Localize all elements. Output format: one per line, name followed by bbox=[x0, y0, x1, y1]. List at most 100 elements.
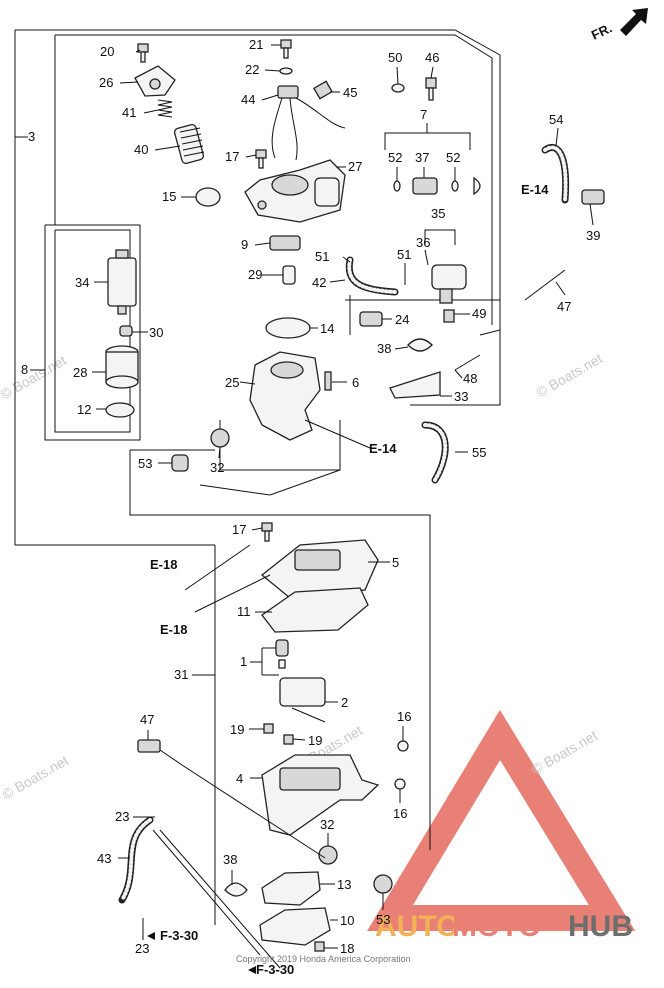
callout-label: 6 bbox=[352, 375, 359, 390]
screw-icon bbox=[314, 941, 325, 952]
callout-label: 21 bbox=[249, 37, 263, 52]
gasket-icon bbox=[261, 871, 321, 906]
reference-label[interactable]: F-3-30 bbox=[256, 962, 294, 977]
wire-harness-icon bbox=[271, 85, 346, 161]
callout-label: 3 bbox=[28, 129, 35, 144]
gear-grommet-icon bbox=[318, 845, 338, 865]
callout-label: 38 bbox=[223, 852, 237, 867]
callout-label: 53 bbox=[138, 456, 152, 471]
callout-label: 19 bbox=[308, 733, 322, 748]
bolt-icon bbox=[261, 522, 273, 542]
callout-label: 16 bbox=[393, 806, 407, 821]
logo-text-hub: HUB bbox=[568, 910, 633, 943]
fuel-pump-motor-icon bbox=[107, 249, 137, 315]
pressure-regulator-icon bbox=[431, 264, 467, 304]
callout-label: 47 bbox=[140, 712, 154, 727]
float-valve-icon bbox=[275, 639, 289, 669]
callout-label: 20 bbox=[100, 44, 114, 59]
callout-label: 52 bbox=[446, 150, 460, 165]
screw-icon bbox=[280, 39, 292, 59]
callout-label: 55 bbox=[472, 445, 486, 460]
part-shapes bbox=[105, 39, 605, 952]
callout-label: 24 bbox=[395, 312, 409, 327]
callout-label: 45 bbox=[343, 85, 357, 100]
spring-icon bbox=[157, 99, 173, 118]
callout-label: 40 bbox=[134, 142, 148, 157]
callout-label: 17 bbox=[232, 522, 246, 537]
gear-grommet-icon bbox=[210, 428, 230, 448]
sensor-icon bbox=[324, 371, 332, 391]
callout-label: 16 bbox=[397, 709, 411, 724]
callout-label: 17 bbox=[225, 149, 239, 164]
screw-icon bbox=[283, 734, 294, 745]
pump-holder-icon bbox=[105, 345, 139, 389]
front-direction-arrow: FR. bbox=[589, 8, 648, 43]
callout-label: 14 bbox=[320, 321, 334, 336]
callout-label: 23 bbox=[135, 941, 149, 956]
assembly-frames bbox=[14, 29, 501, 925]
grommet-icon bbox=[171, 454, 189, 472]
callout-label: 46 bbox=[425, 50, 439, 65]
callout-label: 44 bbox=[241, 92, 255, 107]
fr-label: FR. bbox=[589, 20, 614, 42]
callout-label: 4 bbox=[236, 771, 243, 786]
fuel-filter-icon bbox=[173, 124, 205, 164]
washer-icon bbox=[391, 83, 405, 93]
callout-label: 36 bbox=[416, 235, 430, 250]
callout-label: 30 bbox=[149, 325, 163, 340]
reference-label[interactable]: F-3-30 bbox=[160, 928, 198, 943]
callout-label: 13 bbox=[337, 877, 351, 892]
callout-label: 41 bbox=[122, 105, 136, 120]
washer-icon bbox=[394, 778, 406, 790]
logo-text-auto: AUTO bbox=[375, 910, 459, 943]
bolt-icon bbox=[454, 354, 481, 371]
callout-label: 26 bbox=[99, 75, 113, 90]
callout-label: 11 bbox=[237, 604, 251, 619]
callout-label: 39 bbox=[586, 228, 600, 243]
callout-label: 35 bbox=[431, 206, 445, 221]
callout-label: 18 bbox=[340, 941, 354, 956]
callout-labels: 20 26 41 40 15 21 22 44 45 17 27 50 46 7… bbox=[21, 37, 600, 956]
callout-label: 7 bbox=[420, 107, 427, 122]
clip-icon bbox=[581, 189, 605, 205]
logo-text-moto: MOTO bbox=[452, 910, 541, 943]
connector-icon bbox=[313, 80, 333, 100]
reference-label[interactable]: E-18 bbox=[150, 557, 177, 572]
reference-label[interactable]: E-14 bbox=[369, 441, 397, 456]
callout-label: 29 bbox=[248, 267, 262, 282]
o-ring-icon bbox=[393, 180, 401, 192]
long-bolt-icon bbox=[137, 739, 183, 766]
filter-cap-icon bbox=[134, 65, 176, 97]
grommet-icon bbox=[373, 874, 393, 894]
reference-label[interactable]: E-18 bbox=[160, 622, 187, 637]
float-icon bbox=[279, 677, 326, 723]
callout-label: 27 bbox=[348, 159, 362, 174]
callout-label: 51 bbox=[397, 247, 411, 262]
callout-label: 51 bbox=[315, 249, 329, 264]
leader-lines bbox=[15, 44, 594, 969]
callout-label: 5 bbox=[392, 555, 399, 570]
o-ring-icon bbox=[195, 187, 221, 207]
callout-label: 49 bbox=[472, 306, 486, 321]
fuel-pump-housing-icon bbox=[244, 159, 346, 223]
callout-label: 1 bbox=[240, 654, 247, 669]
callout-label: 15 bbox=[162, 189, 176, 204]
o-ring-icon bbox=[265, 317, 311, 339]
callout-label: 53 bbox=[376, 912, 390, 927]
separator-cover-icon bbox=[260, 539, 379, 599]
copyright-text: Copyright 2019 Honda America Corporation bbox=[236, 954, 411, 964]
cap-icon bbox=[473, 176, 481, 196]
watermark: © Boats.net bbox=[529, 727, 601, 778]
reference-label[interactable]: E-14 bbox=[521, 182, 549, 197]
callout-label: 19 bbox=[230, 722, 244, 737]
screw-icon bbox=[263, 723, 274, 734]
callout-label: 9 bbox=[241, 237, 248, 252]
callout-label: 2 bbox=[341, 695, 348, 710]
callout-label: 31 bbox=[174, 667, 188, 682]
callout-label: 32 bbox=[320, 817, 334, 832]
long-bolt-icon bbox=[524, 269, 566, 301]
hose-icon bbox=[345, 256, 399, 296]
callout-label: 22 bbox=[245, 62, 259, 77]
gasket-icon bbox=[261, 587, 369, 633]
callout-label: 28 bbox=[73, 365, 87, 380]
